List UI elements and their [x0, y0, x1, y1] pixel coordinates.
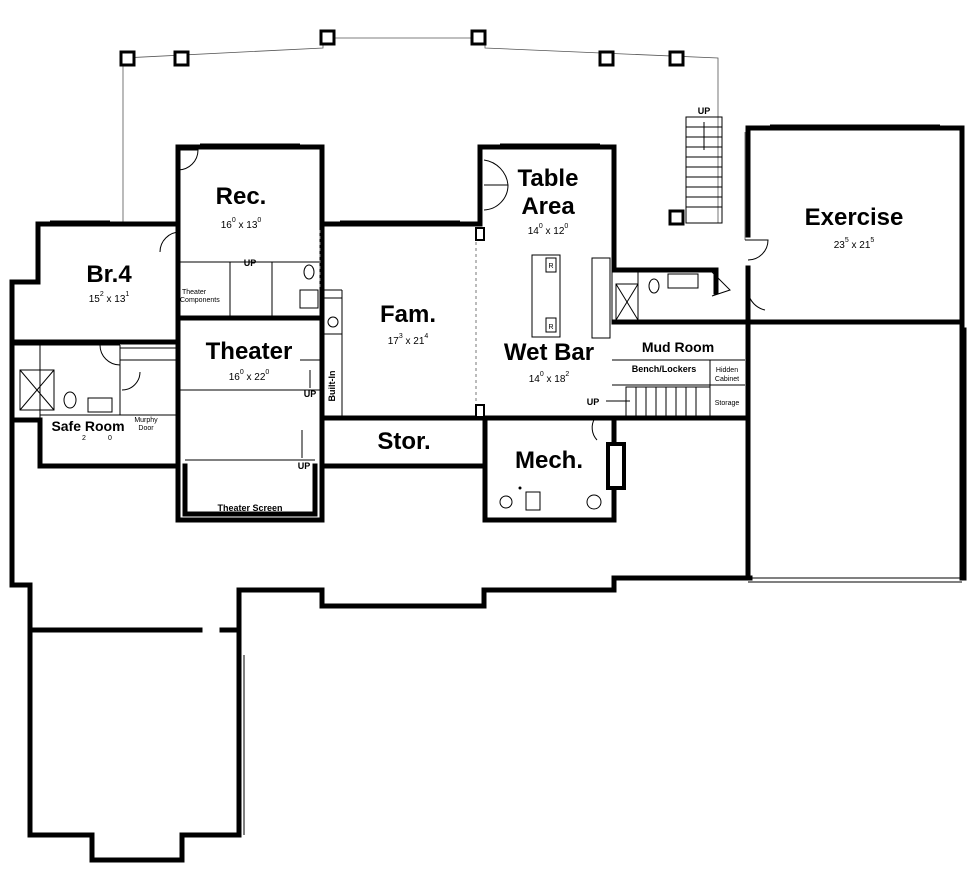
up-label-theater-1: UP: [304, 389, 317, 399]
stor-name: Stor.: [377, 428, 430, 455]
fridge-label-2: R: [548, 324, 553, 331]
br4-name: Br.4: [86, 261, 132, 288]
rec-dim: 160 x 130: [221, 217, 262, 231]
mud-room-name: Mud Room: [642, 339, 714, 355]
theater-components-label-2: Components: [180, 297, 220, 304]
fam-dim: 173 x 214: [388, 333, 429, 347]
table-area-name-1: Table: [518, 165, 579, 192]
up-label-rec: UP: [244, 258, 257, 268]
theater-name: Theater: [206, 338, 293, 365]
hidden-cabinet-label-2: Cabinet: [715, 376, 739, 383]
murphy-door-label-2: Door: [138, 425, 154, 432]
mech-name: Mech.: [515, 447, 583, 474]
safe-room-dim-h: 0: [108, 435, 112, 442]
br4-dim: 152 x 131: [89, 291, 130, 305]
table-area-name-2: Area: [521, 193, 575, 220]
built-in-label: Built-In: [327, 371, 337, 402]
theater-screen-label: Theater Screen: [217, 503, 282, 513]
theater-risers: [120, 347, 322, 458]
exterior-stair: [685, 116, 723, 224]
fridge-label-1: R: [548, 263, 553, 270]
bench-lockers-label: Bench/Lockers: [632, 364, 697, 374]
table-area-dim: 140 x 120: [528, 223, 569, 237]
up-label-mud-stair: UP: [587, 397, 600, 407]
mud-stair: [606, 386, 711, 418]
partitions: [12, 124, 940, 461]
rec-name: Rec.: [216, 183, 267, 210]
theater-components-label-1: Theater: [182, 289, 207, 296]
exercise-name: Exercise: [805, 204, 904, 231]
deck-columns: [119, 29, 685, 226]
safe-room-name: Safe Room: [51, 418, 124, 434]
safe-room-dim-w: 2: [82, 435, 86, 442]
up-label-exterior-stair: UP: [698, 106, 711, 116]
fixtures: [19, 264, 699, 511]
wet-bar-name: Wet Bar: [504, 339, 594, 366]
wet-bar-dim: 140 x 182: [529, 371, 570, 385]
door-swings: [99, 149, 769, 441]
murphy-door-label-1: Murphy: [134, 417, 158, 424]
storage-label: Storage: [715, 400, 740, 407]
exercise-dim: 235 x 215: [834, 237, 875, 251]
theater-dim: 160 x 220: [229, 369, 270, 383]
hidden-cabinet-label-1: Hidden: [716, 367, 738, 374]
fam-name: Fam.: [380, 301, 436, 328]
up-label-theater-2: UP: [298, 461, 311, 471]
walls: [9, 125, 967, 863]
